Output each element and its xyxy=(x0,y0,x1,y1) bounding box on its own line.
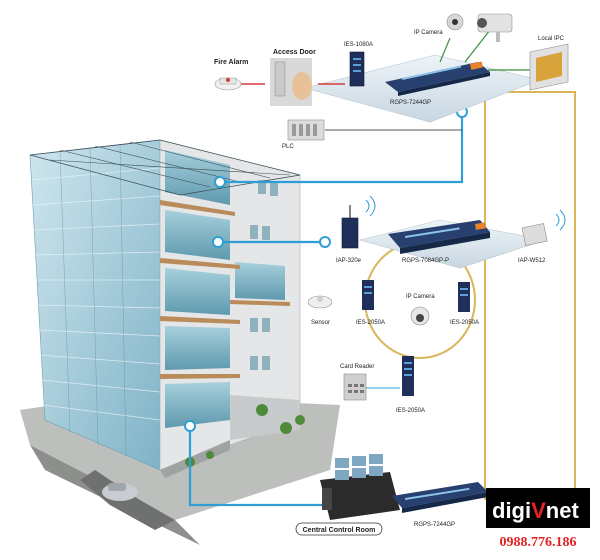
label-iap-320e: IAP-320e xyxy=(336,258,362,264)
iap-w512-image xyxy=(521,209,566,246)
car-image xyxy=(102,483,138,501)
ies-2050a-right-switch xyxy=(458,282,470,312)
central-control-room-caption: Central Control Room xyxy=(295,522,383,536)
link-roof-to-rgps-top xyxy=(220,112,464,184)
local-ipc-image xyxy=(529,43,569,91)
rgps-7084gp-p-switch xyxy=(388,220,490,254)
labels: Fire Alarm Access Door IES-1080A IP Came… xyxy=(214,30,565,528)
card-reader-image xyxy=(343,373,400,401)
label-card-reader: Card Reader xyxy=(340,364,374,370)
label-ies-2050a-left: IES-2050A xyxy=(356,320,385,326)
logo-wordmark: digiVnet xyxy=(492,498,579,523)
label-sensor: Sensor xyxy=(311,320,330,326)
label-ies-2050a-bottom: IES-2050A xyxy=(396,408,425,414)
node-roof xyxy=(214,176,226,188)
label-ies-1080a: IES-1080A xyxy=(344,42,373,48)
ies-2050a-bottom-switch xyxy=(402,356,414,396)
building xyxy=(20,139,340,545)
control-room-image xyxy=(320,454,400,520)
fiber-backbone-link xyxy=(485,91,576,501)
plc-image xyxy=(287,119,325,141)
ip-camera-top-image xyxy=(446,13,513,42)
brand-phone: 0988.776.186 xyxy=(500,535,577,550)
label-iap-w512: IAP-W512 xyxy=(518,258,546,264)
ies-2050a-left-switch xyxy=(362,280,374,310)
sensor-image xyxy=(307,295,333,309)
brand-logo: digiVnet 0988.776.186 xyxy=(486,488,590,550)
label-plc: PLC xyxy=(282,144,294,150)
label-rgps-7244gp-bottom: RGPS-7244GP xyxy=(414,522,455,528)
logo-background xyxy=(486,488,590,528)
label-ip-camera-top: IP Camera xyxy=(414,30,443,36)
label-ip-camera-mid: IP Camera xyxy=(406,294,435,300)
node-floor xyxy=(212,236,224,248)
access-door-image xyxy=(270,58,312,106)
ip-camera-mid-image xyxy=(410,306,430,326)
label-ies-2050a-right: IES-2050A xyxy=(450,320,479,326)
rgps-7244gp-bottom-switch xyxy=(392,482,488,513)
label-local-ipc: Local IPC xyxy=(538,36,565,42)
label-access-door: Access Door xyxy=(273,49,316,56)
label-fire-alarm: Fire Alarm xyxy=(214,59,248,66)
label-central-control-room: Central Control Room xyxy=(303,527,376,534)
label-rgps-7244gp-top: RGPS-7244GP xyxy=(390,100,431,106)
node-ground xyxy=(184,420,196,432)
iap-320e-image xyxy=(341,195,376,249)
rgps-7244gp-top-switch xyxy=(385,61,490,96)
label-rgps-7084gp-p: RGPS-7084GP-P xyxy=(402,258,449,264)
fire-alarm-image xyxy=(214,77,242,91)
node-iap320e xyxy=(319,236,331,248)
ies-1080a-switch xyxy=(349,51,365,87)
